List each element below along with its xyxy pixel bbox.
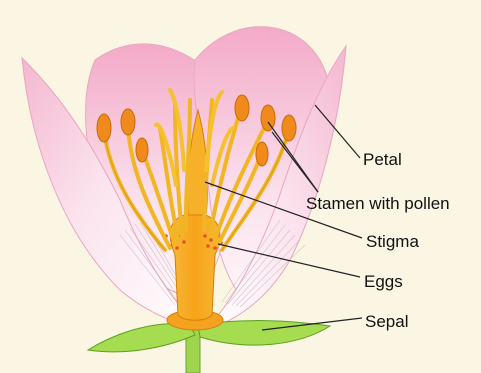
label-sepal: Sepal	[365, 313, 408, 330]
label-petal: Petal	[363, 151, 402, 168]
label-stamen: Stamen with pollen	[306, 195, 450, 212]
label-stigma: Stigma	[366, 233, 419, 250]
label-eggs: Eggs	[364, 273, 403, 290]
